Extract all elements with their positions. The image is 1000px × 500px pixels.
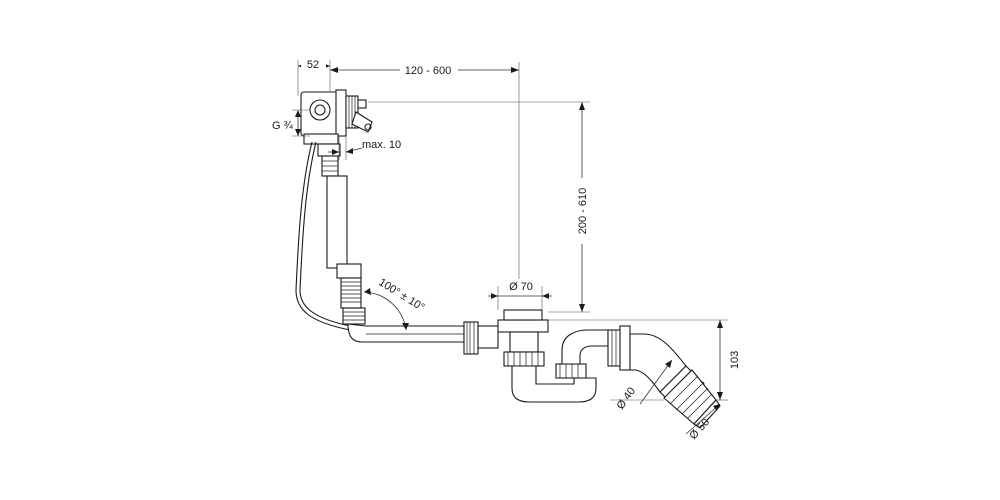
dia-40-label: Ø 40 [615, 385, 639, 411]
dim-angle [363, 288, 409, 331]
dim-120-600-label: 120 - 600 [405, 65, 451, 77]
dim-200-610 [368, 101, 590, 313]
waste-trap [463, 309, 687, 403]
dim-52-label: 52 [307, 59, 319, 71]
angle-label: 100° ± 10° [376, 276, 426, 313]
max-10-label: max. 10 [362, 139, 401, 151]
cable [295, 141, 351, 331]
corrugated-hose [340, 277, 362, 309]
dim-103-label: 103 [729, 351, 741, 369]
dim-103 [548, 319, 728, 401]
thread-label: G ¾ [272, 120, 294, 132]
dim-200-610-label: 200 - 610 [577, 188, 589, 234]
overflow-pipe [321, 155, 366, 325]
dia-70-label: Ø 70 [509, 281, 533, 293]
dim-dia-70 [488, 286, 552, 310]
dim-dia-50 [685, 403, 721, 435]
dim-dia-40 [610, 359, 673, 405]
